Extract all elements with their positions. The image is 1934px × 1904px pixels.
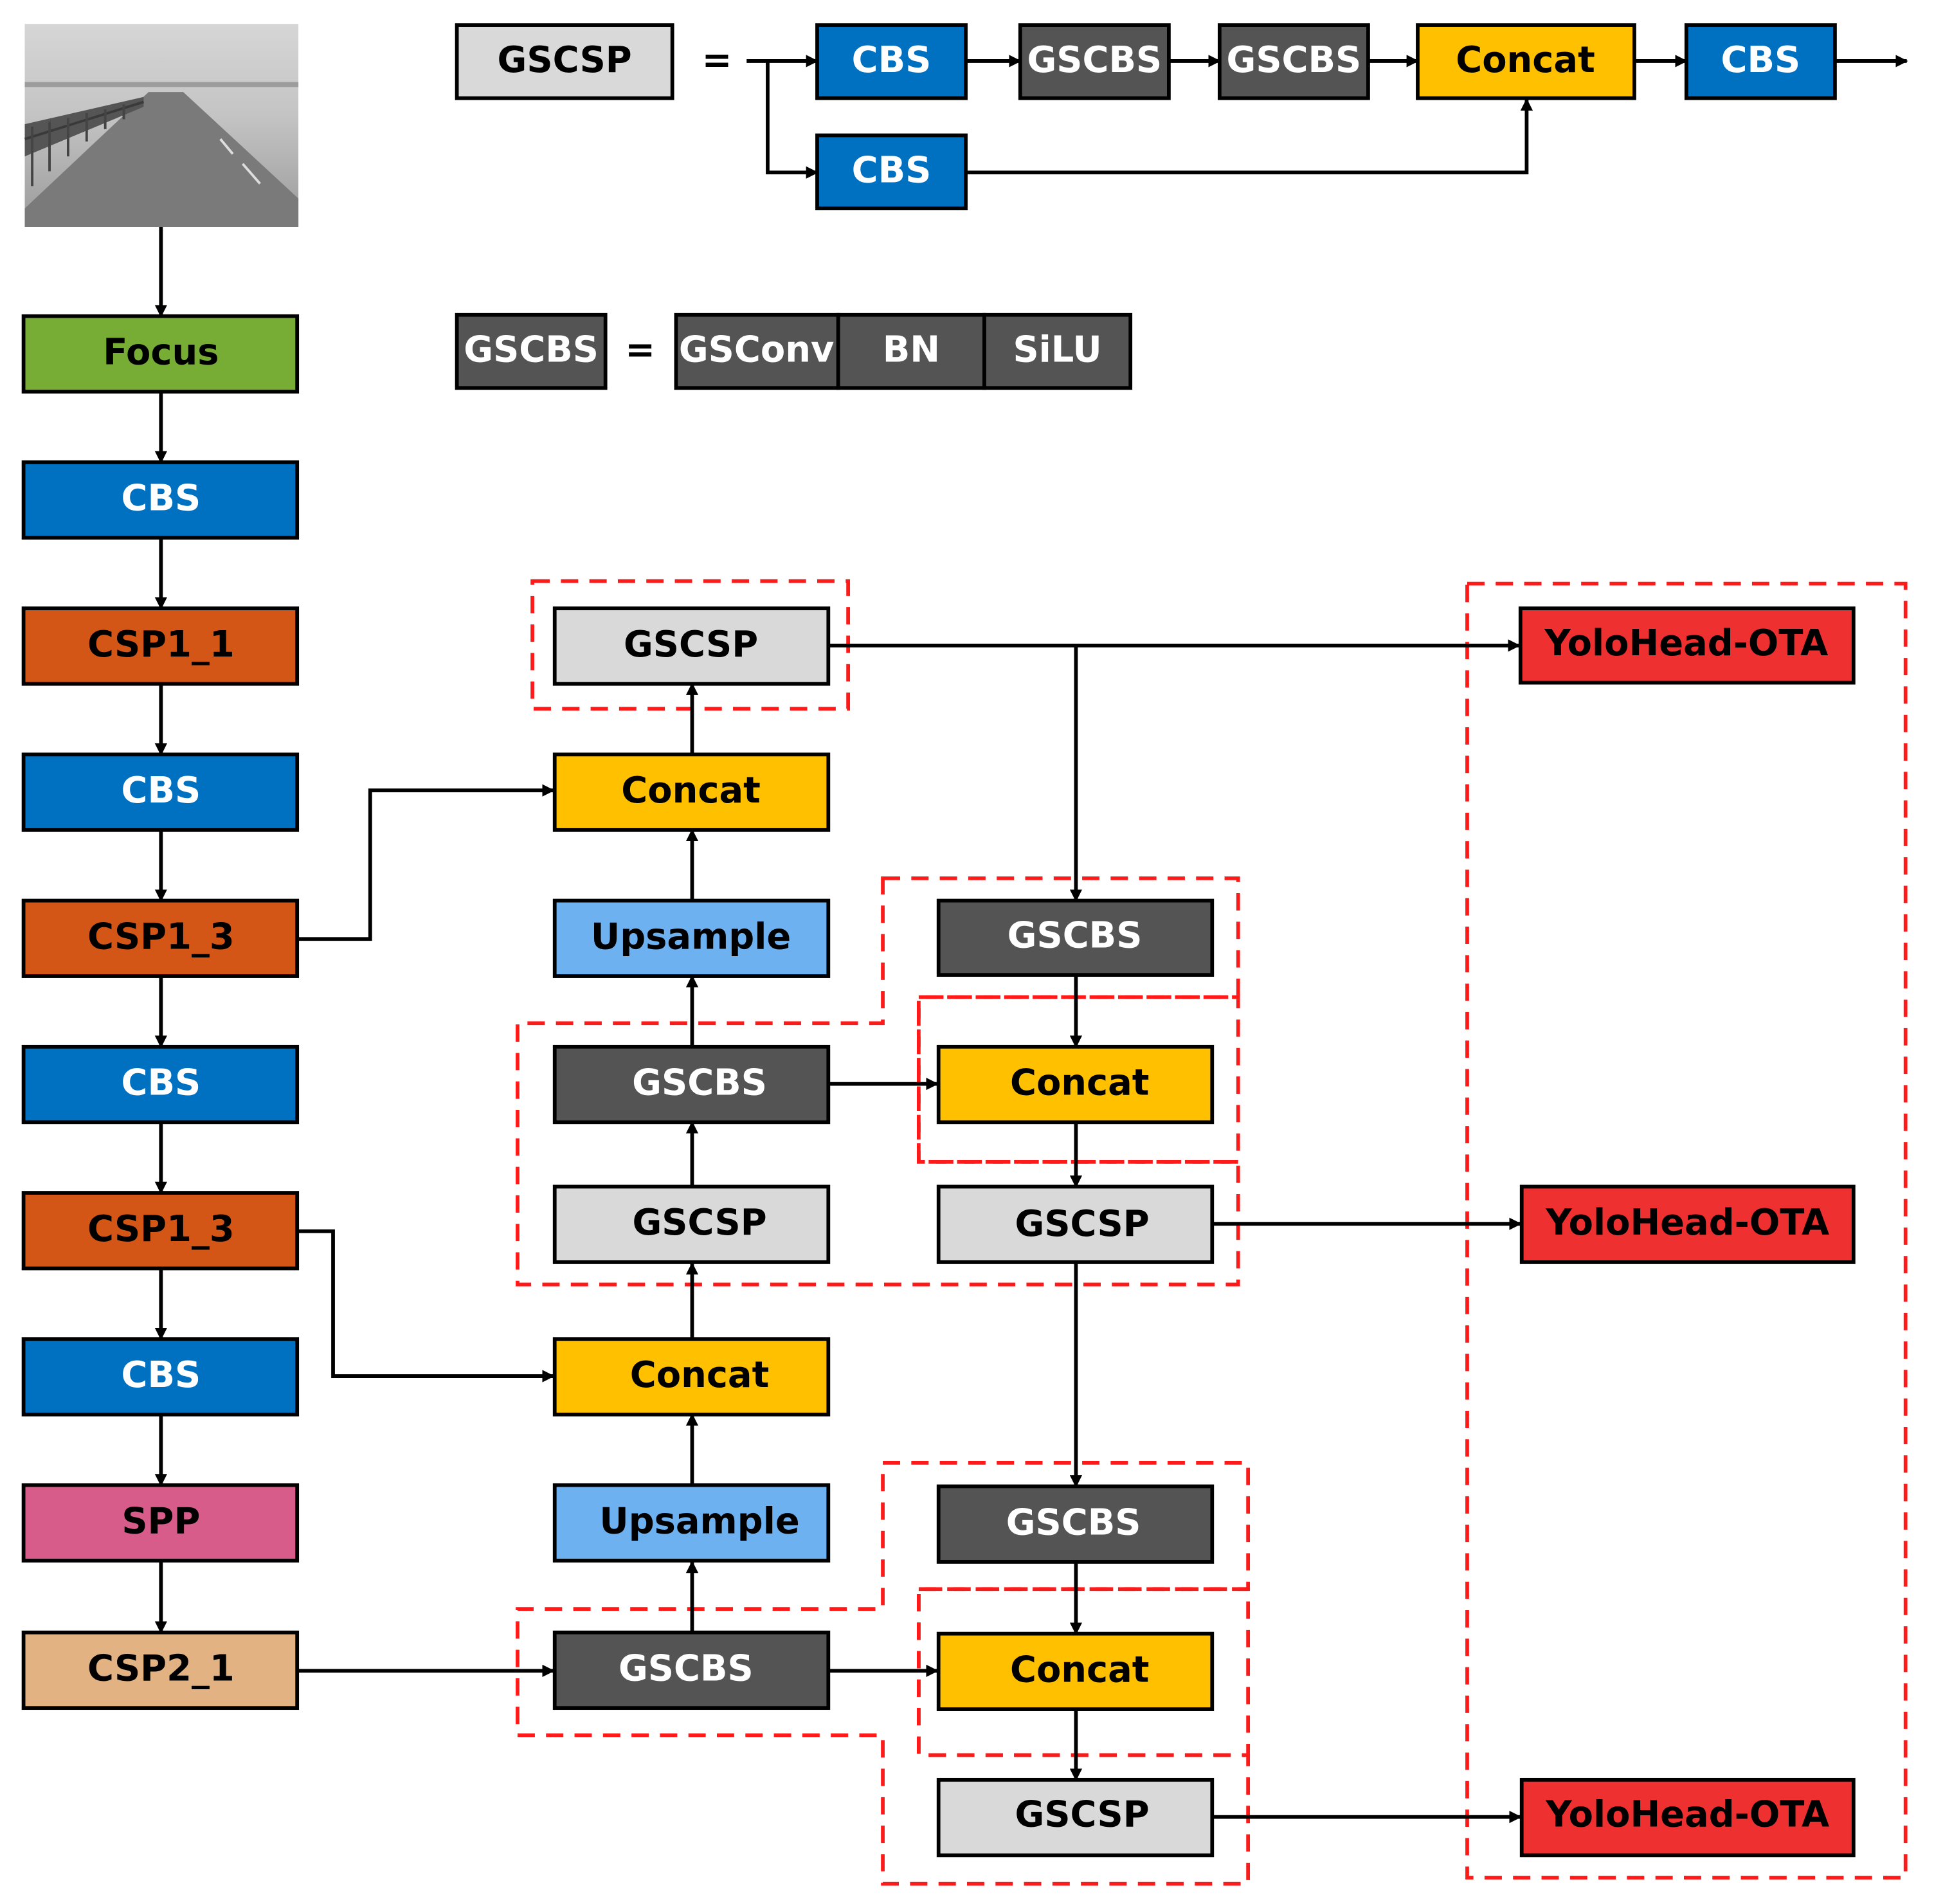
- svg-text:GSCSP: GSCSP: [632, 1202, 766, 1244]
- svg-text:SPP: SPP: [122, 1500, 200, 1542]
- svg-text:CBS: CBS: [121, 478, 201, 520]
- yolohead-ota-1: YoloHead-OTA: [1518, 606, 1856, 685]
- svg-text:GSCBS: GSCBS: [632, 1062, 767, 1104]
- backbone-csp1-1: CSP1_1: [21, 606, 300, 686]
- dashed-frame-heads: [1465, 581, 1908, 1880]
- neck-top-gscsp: GSCSP: [552, 606, 831, 686]
- legend-gscbs-box: GSCBS: [455, 313, 608, 390]
- svg-text:GSCSP: GSCSP: [1015, 1203, 1150, 1245]
- svg-text:CSP2_1: CSP2_1: [87, 1648, 235, 1690]
- neck-gscbs-2: GSCBS: [552, 1630, 831, 1710]
- legend-gscsp-box: GSCSP: [455, 23, 674, 100]
- pan-gscbs-1: GSCBS: [936, 898, 1215, 977]
- backbone-cbs-3: CBS: [21, 1044, 300, 1125]
- svg-text:GSCBS: GSCBS: [1006, 1501, 1141, 1543]
- arrow-legend-branch-to-concat: [966, 98, 1533, 175]
- legend-chain-gscbs-1: GSCBS: [1018, 23, 1171, 100]
- svg-text:CSP1_3: CSP1_3: [87, 916, 235, 957]
- dashed-frame-gscbs-gscsp-1: [516, 876, 1240, 1287]
- svg-text:GSCBS: GSCBS: [619, 1648, 754, 1690]
- yolohead-ota-3: YoloHead-OTA: [1519, 1777, 1856, 1858]
- svg-text:Concat: Concat: [630, 1354, 770, 1396]
- neck-gscsp-1: GSCSP: [552, 1184, 831, 1264]
- pan-gscbs-2: GSCBS: [936, 1484, 1215, 1564]
- legend-silu-part: SiLU: [982, 313, 1133, 390]
- yolohead-ota-2: YoloHead-OTA: [1519, 1184, 1856, 1264]
- backbone-spp: SPP: [21, 1483, 300, 1563]
- svg-text:GSCSP: GSCSP: [1015, 1794, 1150, 1836]
- dashed-frame-pan-concat-1: [917, 995, 1240, 1164]
- svg-text:GSCBS: GSCBS: [1227, 39, 1362, 81]
- svg-text:CBS: CBS: [121, 770, 201, 811]
- legend-branch-cbs: CBS: [815, 133, 968, 210]
- pan-gscsp-2: GSCSP: [936, 1777, 1215, 1858]
- svg-text:CSP1_3: CSP1_3: [87, 1208, 235, 1250]
- svg-text:Concat: Concat: [1010, 1062, 1150, 1104]
- backbone-cbs-2: CBS: [21, 752, 300, 832]
- legend-chain-gscbs-2: GSCBS: [1217, 23, 1370, 100]
- legend-chain-cbs-2: CBS: [1684, 23, 1837, 100]
- svg-text:GSConv: GSConv: [679, 329, 835, 371]
- neck-gscbs-1: GSCBS: [552, 1044, 831, 1125]
- svg-text:SiLU: SiLU: [1013, 329, 1101, 371]
- backbone-csp1-3-b: CSP1_3: [21, 1191, 300, 1271]
- svg-text:CBS: CBS: [121, 1062, 201, 1104]
- legend-chain-concat: Concat: [1416, 23, 1636, 100]
- svg-text:CBS: CBS: [1721, 39, 1801, 81]
- legend-bn-part: BN: [836, 313, 986, 390]
- pan-concat-2: Concat: [936, 1631, 1215, 1711]
- legend-equals-sign: =: [702, 39, 732, 81]
- svg-text:YoloHead-OTA: YoloHead-OTA: [1545, 1794, 1829, 1836]
- svg-text:Concat: Concat: [1456, 39, 1595, 81]
- backbone-csp2-1: CSP2_1: [21, 1630, 300, 1710]
- svg-text:BN: BN: [883, 329, 940, 371]
- svg-text:Upsample: Upsample: [599, 1500, 799, 1542]
- neck-upsample-1: Upsample: [552, 898, 831, 978]
- svg-text:GSCBS: GSCBS: [1008, 914, 1143, 956]
- neck-concat-2: Concat: [552, 1337, 831, 1417]
- svg-text:GSCSP: GSCSP: [624, 624, 758, 666]
- legend-equals-sign-2: =: [625, 329, 655, 371]
- backbone-csp1-3-a: CSP1_3: [21, 898, 300, 978]
- backbone-focus: Focus: [21, 314, 300, 394]
- input-road-image: [24, 24, 299, 227]
- svg-text:Concat: Concat: [1010, 1649, 1150, 1691]
- pan-gscsp-1: GSCSP: [936, 1184, 1215, 1264]
- legend-gsconv-part: GSConv: [674, 313, 840, 390]
- svg-text:Upsample: Upsample: [591, 916, 791, 957]
- backbone-cbs-4: CBS: [21, 1337, 300, 1417]
- svg-text:GSCSP: GSCSP: [498, 39, 632, 81]
- svg-text:CBS: CBS: [121, 1354, 201, 1396]
- svg-text:YoloHead-OTA: YoloHead-OTA: [1545, 1202, 1829, 1244]
- svg-text:YoloHead-OTA: YoloHead-OTA: [1544, 622, 1828, 664]
- svg-text:Concat: Concat: [621, 770, 761, 811]
- pan-concat-1: Concat: [936, 1044, 1215, 1125]
- arrow-legend-branch: [766, 60, 818, 179]
- svg-text:CBS: CBS: [852, 39, 932, 81]
- svg-text:Focus: Focus: [103, 331, 219, 373]
- legend-chain-cbs-1: CBS: [815, 23, 968, 100]
- dashed-frame-pan-concat-2: [917, 1587, 1251, 1757]
- neck-upsample-2: Upsample: [552, 1483, 831, 1563]
- svg-text:GSCBS: GSCBS: [464, 329, 599, 371]
- svg-text:CSP1_1: CSP1_1: [87, 624, 235, 666]
- arrow-csp1-3-to-concat-2: [297, 1229, 555, 1383]
- svg-text:CBS: CBS: [852, 149, 932, 191]
- neck-top-concat: Concat: [552, 752, 831, 832]
- arrow-csp1-3-to-top-concat: [297, 784, 555, 941]
- svg-text:GSCBS: GSCBS: [1027, 39, 1162, 81]
- backbone-cbs-1: CBS: [21, 460, 300, 540]
